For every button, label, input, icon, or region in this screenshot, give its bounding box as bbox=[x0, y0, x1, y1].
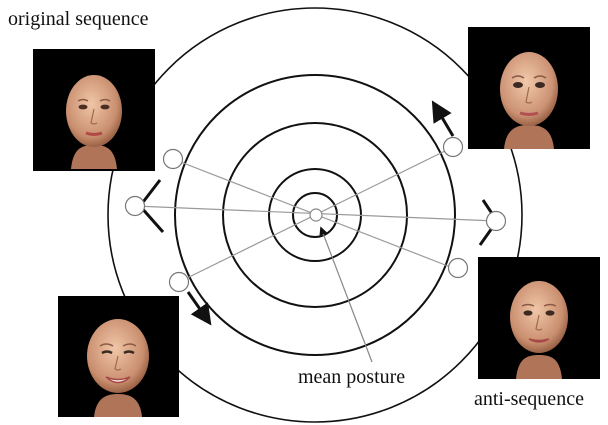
mean-posture-label: mean posture bbox=[298, 366, 406, 388]
face-anti-bottom-right bbox=[478, 257, 600, 379]
outer-ring bbox=[107, 7, 523, 423]
face-bottom-left bbox=[58, 296, 179, 417]
ring-3 bbox=[222, 122, 408, 308]
right-trajectory-arrow bbox=[431, 100, 455, 137]
left-trajectory-arrow bbox=[186, 291, 212, 326]
original-sequence-label: original sequence bbox=[8, 8, 149, 30]
ring-4 bbox=[174, 74, 456, 356]
posture-point bbox=[485, 210, 507, 232]
posture-point bbox=[447, 257, 469, 279]
anti-sequence-label: anti-sequence bbox=[474, 388, 584, 410]
face-top-right bbox=[468, 27, 590, 149]
ring-1 bbox=[292, 192, 338, 238]
mean-posture-pointer bbox=[319, 226, 373, 363]
face-original-top-left bbox=[33, 49, 155, 171]
posture-point bbox=[124, 195, 146, 217]
posture-point bbox=[442, 136, 464, 158]
posture-point bbox=[162, 148, 184, 170]
posture-point bbox=[168, 271, 190, 293]
mean-posture-point bbox=[309, 208, 323, 222]
